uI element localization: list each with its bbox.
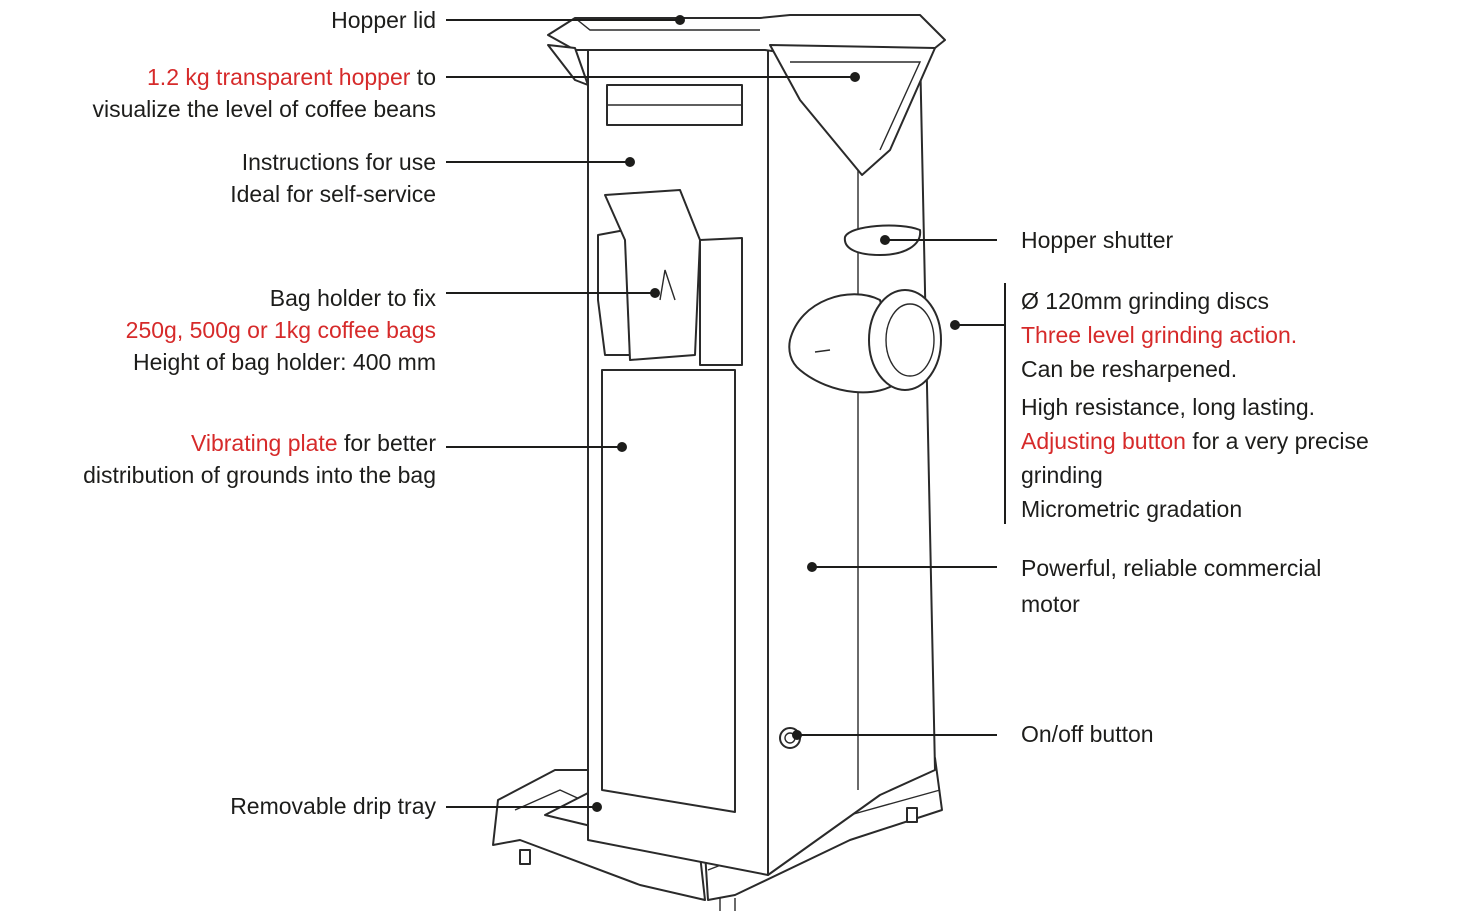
bag-holder-right [699,237,743,366]
disc-line-3: Can be resharpened. [1021,356,1238,382]
instructions-line-2: Ideal for self-service [230,181,436,207]
disc-line-5: Adjusting button for a very precise [1021,424,1369,458]
column-right-face [767,49,936,876]
leader-lines [446,15,1006,812]
label-vibrating-plate: Vibrating plate for better distribution … [83,427,436,491]
disc-text-rest: for a very precise [1185,428,1369,454]
disc-highlight: Adjusting button [1021,428,1186,454]
hopper-lid-text: Hopper lid [331,7,436,33]
hopper-highlight: 1.2 kg transparent hopper [147,64,411,90]
bag-line-3: Height of bag holder: 400 mm [132,349,436,375]
vibrating-plate [601,369,736,813]
vib-text-rest: for better [337,430,436,456]
hopper-lid-shape [547,14,946,56]
shutter-text: Hopper shutter [1021,227,1174,253]
disc-line-7: Micrometric gradation [1021,496,1243,522]
grinder-illustration [492,14,946,911]
disc-line-1: Ø 120mm grinding discs [1021,288,1269,314]
label-instructions: Instructions for use Ideal for self-serv… [230,146,436,210]
instructions-line-1: Instructions for use [241,149,436,175]
label-drip-tray: Removable drip tray [230,790,436,822]
label-on-off: On/off button [1021,718,1154,750]
bag-line-1: Bag holder to fix [269,285,436,311]
motor-line-2: motor [1021,591,1080,617]
hopper-text-rest: to [410,64,436,90]
drip-tray-text: Removable drip tray [230,793,436,819]
motor-line-1: Powerful, reliable commercial [1021,555,1322,581]
hopper-line-1: 1.2 kg transparent hopper to [92,61,436,93]
label-hopper-shutter: Hopper shutter [1021,224,1173,256]
bag-line-2: 250g, 500g or 1kg coffee bags [125,317,436,343]
vib-line-2: distribution of grounds into the bag [83,462,436,488]
disc-line-4: High resistance, long lasting. [1021,394,1316,420]
bag-holder-center [604,189,701,361]
disc-line-2: Three level grinding action. [1021,322,1298,348]
label-hopper-lid: Hopper lid [331,4,436,36]
disc-line-6: grinding [1021,462,1103,488]
vib-line-1: Vibrating plate for better [83,427,436,459]
label-bag-holder: Bag holder to fix 250g, 500g or 1kg coff… [126,282,436,378]
hopper-line-2: visualize the level of coffee beans [92,96,436,122]
vib-highlight: Vibrating plate [190,430,338,456]
label-hopper: 1.2 kg transparent hopper to visualize t… [92,61,436,125]
label-grinding-discs: Ø 120mm grinding discs Three level grind… [1021,284,1369,526]
label-motor: Powerful, reliable commercial motor [1021,550,1321,622]
onoff-text: On/off button [1021,721,1154,747]
